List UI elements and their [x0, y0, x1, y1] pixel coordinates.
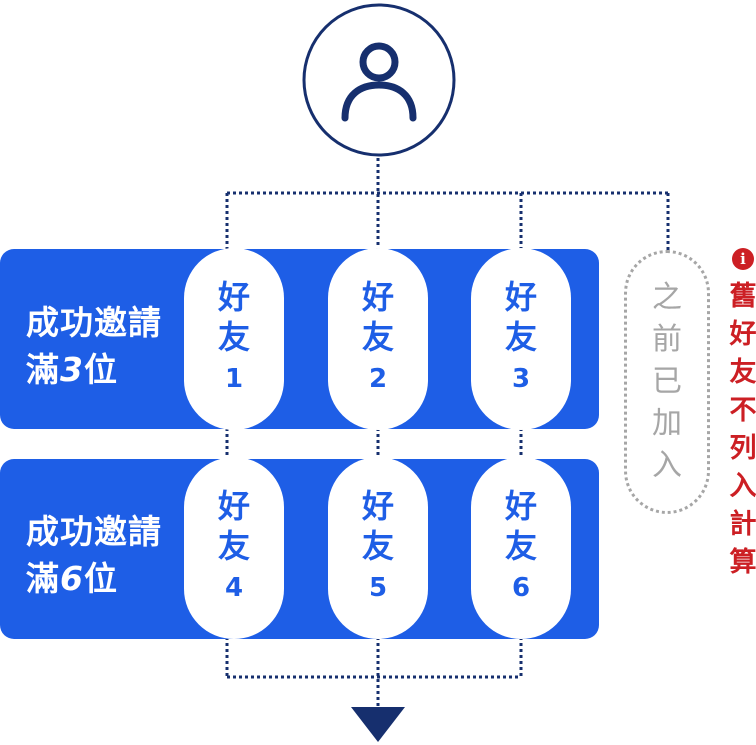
- row-label-main: 成功邀請: [26, 512, 162, 551]
- row-label-count: 滿3位: [26, 350, 118, 389]
- friend-pill-6: 好 友 6: [471, 457, 571, 639]
- previous-friend-pill: 之 前 已 加 入: [624, 250, 710, 514]
- row-label-count: 滿6位: [26, 559, 118, 598]
- friend-pill-4: 好 友 4: [184, 457, 284, 639]
- row-label-main: 成功邀請: [26, 303, 162, 342]
- friend-pill-1: 好 友 1: [184, 248, 284, 430]
- info-icon: i: [732, 248, 754, 270]
- friend-pill-5: 好 友 5: [328, 457, 428, 639]
- arrow-down-icon: [351, 707, 405, 742]
- old-friend-note: i 舊 好 友 不 列 入 計 算: [729, 248, 756, 578]
- row-label-1: 成功邀請 滿3位: [26, 299, 162, 393]
- friend-pill-3: 好 友 3: [471, 248, 571, 430]
- row-label-2: 成功邀請 滿6位: [26, 508, 162, 602]
- user-node: [302, 3, 456, 157]
- user-icon: [341, 42, 417, 122]
- friend-pill-2: 好 友 2: [328, 248, 428, 430]
